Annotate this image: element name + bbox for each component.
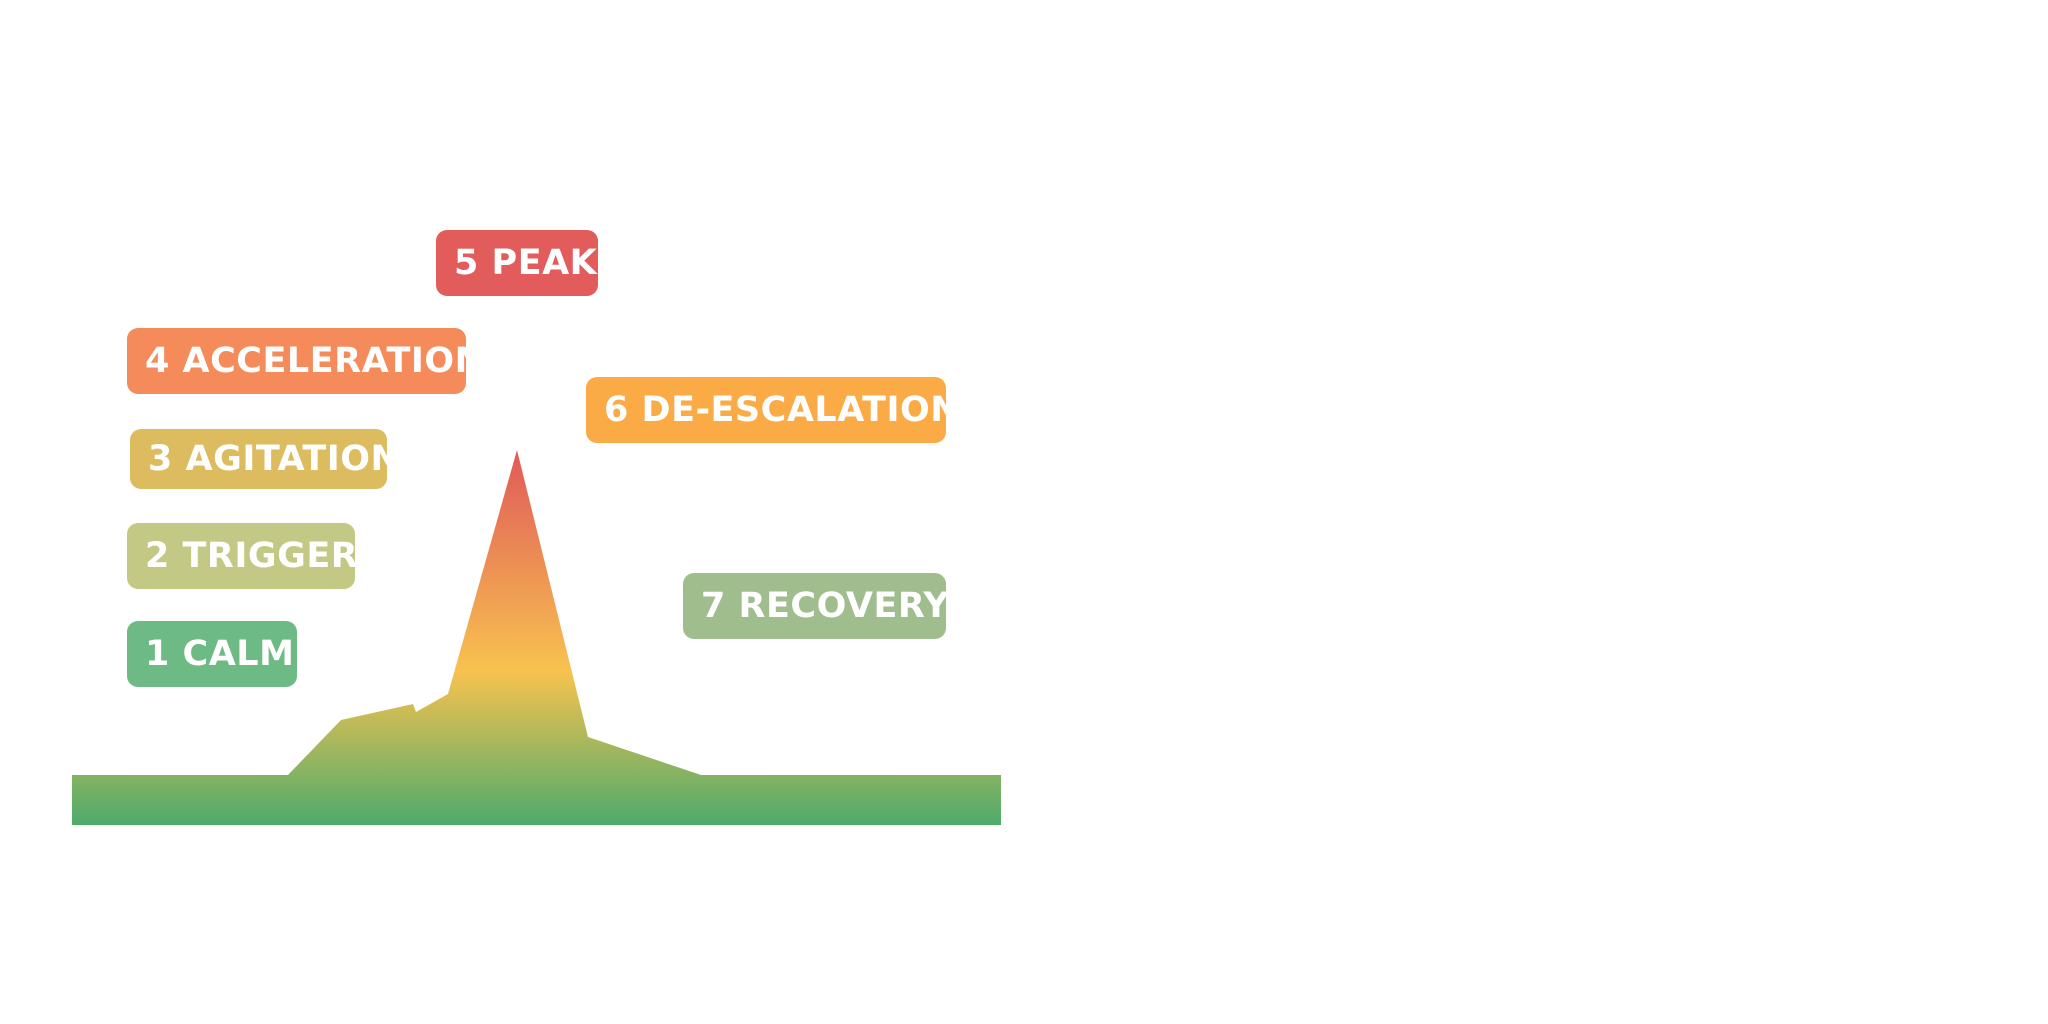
phase-label-agitation: 3 AGITATION — [130, 429, 400, 489]
phase-label-peak: 5 PEAK — [436, 230, 598, 296]
phase-label-acceleration: 4 ACCELERATION — [127, 328, 484, 394]
phase-label-recovery: 7 RECOVERY — [683, 573, 949, 639]
phase-label-deescalation: 6 DE-ESCALATION — [586, 377, 960, 443]
phase-label-calm: 1 CALM — [127, 621, 297, 687]
escalation-curve — [72, 450, 1001, 825]
phase-label-trigger: 2 TRIGGER — [127, 523, 358, 589]
